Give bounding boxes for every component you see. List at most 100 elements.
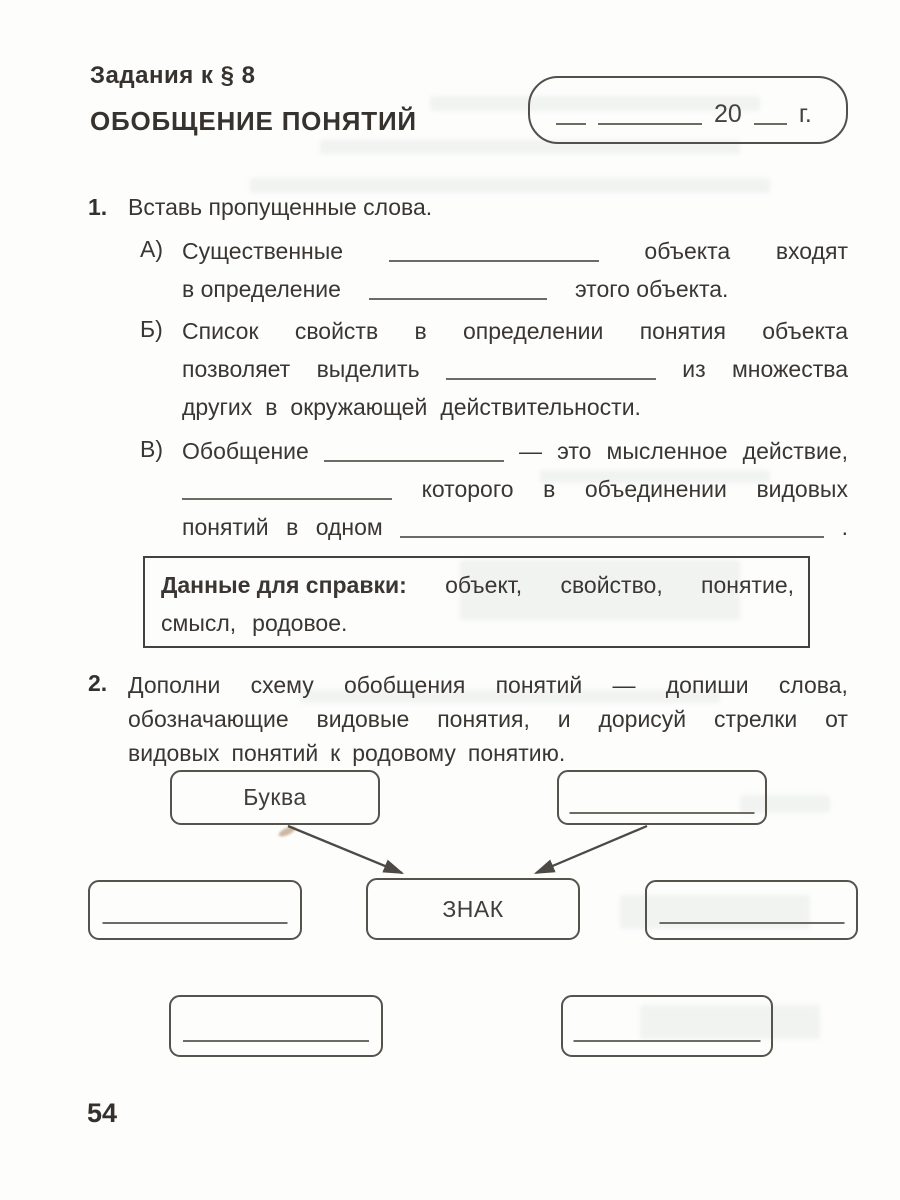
word: дорисуй bbox=[598, 706, 687, 732]
blank-line bbox=[182, 498, 392, 500]
word: входят bbox=[775, 238, 848, 264]
concept-label-bukva: Буква bbox=[243, 784, 307, 810]
blank-line bbox=[659, 922, 844, 924]
word: свойство, bbox=[560, 572, 663, 598]
word: обобщения bbox=[343, 672, 466, 698]
item-label-v: В) bbox=[140, 436, 163, 462]
task2-number: 2. bbox=[88, 670, 108, 696]
word: в bbox=[265, 394, 278, 420]
fill-line-a1: Существенные объекта входят bbox=[182, 236, 848, 266]
word: это bbox=[557, 438, 592, 464]
word: других bbox=[182, 394, 253, 420]
blank-line bbox=[753, 123, 787, 125]
concept-box-empty-mid-right bbox=[645, 880, 858, 940]
concept-box-znak-root: ЗНАК bbox=[366, 878, 580, 940]
word: понятий bbox=[231, 740, 319, 766]
page-number: 54 bbox=[87, 1098, 118, 1128]
concept-label-znak: ЗНАК bbox=[442, 895, 504, 922]
word: позволяет bbox=[182, 356, 291, 382]
word: понятию. bbox=[467, 740, 566, 766]
word: из bbox=[682, 356, 706, 382]
concept-box-empty-bottom-right bbox=[561, 995, 773, 1057]
word: действительности. bbox=[440, 394, 641, 420]
word: и bbox=[557, 706, 571, 732]
word: понятия bbox=[639, 318, 726, 344]
word: объединении bbox=[584, 476, 727, 502]
reference-box: Данные для справки: объект, свойство, понят… bbox=[143, 556, 810, 648]
word: слова, bbox=[778, 672, 848, 698]
fill-line-a2: в определение этого объекта. bbox=[182, 274, 728, 304]
word: родовому bbox=[352, 740, 456, 766]
arrow-bukva-to-znak bbox=[287, 824, 405, 875]
word: объекта bbox=[644, 238, 731, 264]
blank-line bbox=[102, 922, 288, 924]
blank-line bbox=[388, 260, 599, 262]
word: свойств bbox=[294, 318, 379, 344]
blank-line bbox=[556, 123, 586, 125]
date-line: 20 г. bbox=[556, 99, 826, 129]
word: — bbox=[519, 438, 543, 464]
word: окружающей bbox=[290, 394, 428, 420]
diagram-arrows bbox=[287, 824, 648, 875]
word: г. bbox=[798, 100, 812, 128]
word: допиши bbox=[665, 672, 749, 698]
word: в bbox=[286, 514, 299, 540]
word: понятия, bbox=[437, 706, 530, 732]
blank-line bbox=[569, 812, 755, 814]
word: в определение bbox=[182, 276, 341, 302]
word: схему bbox=[250, 672, 314, 698]
word: определении bbox=[463, 318, 604, 344]
blank-line bbox=[598, 123, 702, 125]
word: к bbox=[330, 740, 341, 766]
blank-line bbox=[400, 536, 825, 538]
word: которого bbox=[421, 476, 514, 502]
word: видовые bbox=[316, 706, 410, 732]
scan-bleed-artifact bbox=[250, 178, 770, 193]
task1-prompt: Вставь пропущенные слова. bbox=[128, 194, 433, 220]
word: одном bbox=[315, 514, 383, 540]
word: Обобщение bbox=[182, 438, 309, 464]
task2-line3: видовых понятий к родовому понятию. bbox=[128, 738, 565, 768]
word: понятий bbox=[182, 514, 269, 540]
word: от bbox=[825, 706, 848, 732]
item-label-b: Б) bbox=[140, 316, 163, 342]
word: смысл, bbox=[161, 610, 237, 636]
task1-number: 1. bbox=[88, 194, 108, 220]
word: понятий bbox=[495, 672, 583, 698]
word: действие, bbox=[742, 438, 848, 464]
concept-box-empty-bottom-left bbox=[169, 995, 383, 1057]
page-title: ОБОБЩЕНИЕ ПОНЯТИЙ bbox=[90, 106, 417, 136]
word: родовое. bbox=[252, 610, 348, 636]
word: мысленное bbox=[606, 438, 728, 464]
blank-line bbox=[445, 378, 656, 380]
reference-line1: Данные для справки: объект, свойство, понят… bbox=[161, 570, 794, 600]
word: объект, bbox=[445, 572, 523, 598]
word: видовых bbox=[128, 740, 220, 766]
blank-line bbox=[323, 460, 504, 462]
word: 20 bbox=[714, 100, 742, 128]
word: Существенные bbox=[182, 238, 344, 264]
blank-line bbox=[183, 1040, 369, 1042]
word: объекта bbox=[762, 318, 848, 344]
section-label: Задания к § 8 bbox=[90, 62, 256, 89]
concept-box-empty-top-right bbox=[557, 770, 767, 825]
word: Список bbox=[182, 318, 259, 344]
word: этого объекта. bbox=[574, 276, 729, 302]
arrow-topright-to-znak bbox=[533, 824, 648, 875]
item-label-a: А) bbox=[140, 236, 163, 262]
word: . bbox=[841, 514, 848, 540]
word: множества bbox=[731, 356, 848, 382]
word: понятие, bbox=[701, 572, 794, 598]
word: Данные для справки: bbox=[161, 572, 407, 598]
blank-line bbox=[368, 298, 547, 300]
concept-box-empty-mid-left bbox=[88, 880, 302, 940]
word: — bbox=[612, 672, 636, 698]
